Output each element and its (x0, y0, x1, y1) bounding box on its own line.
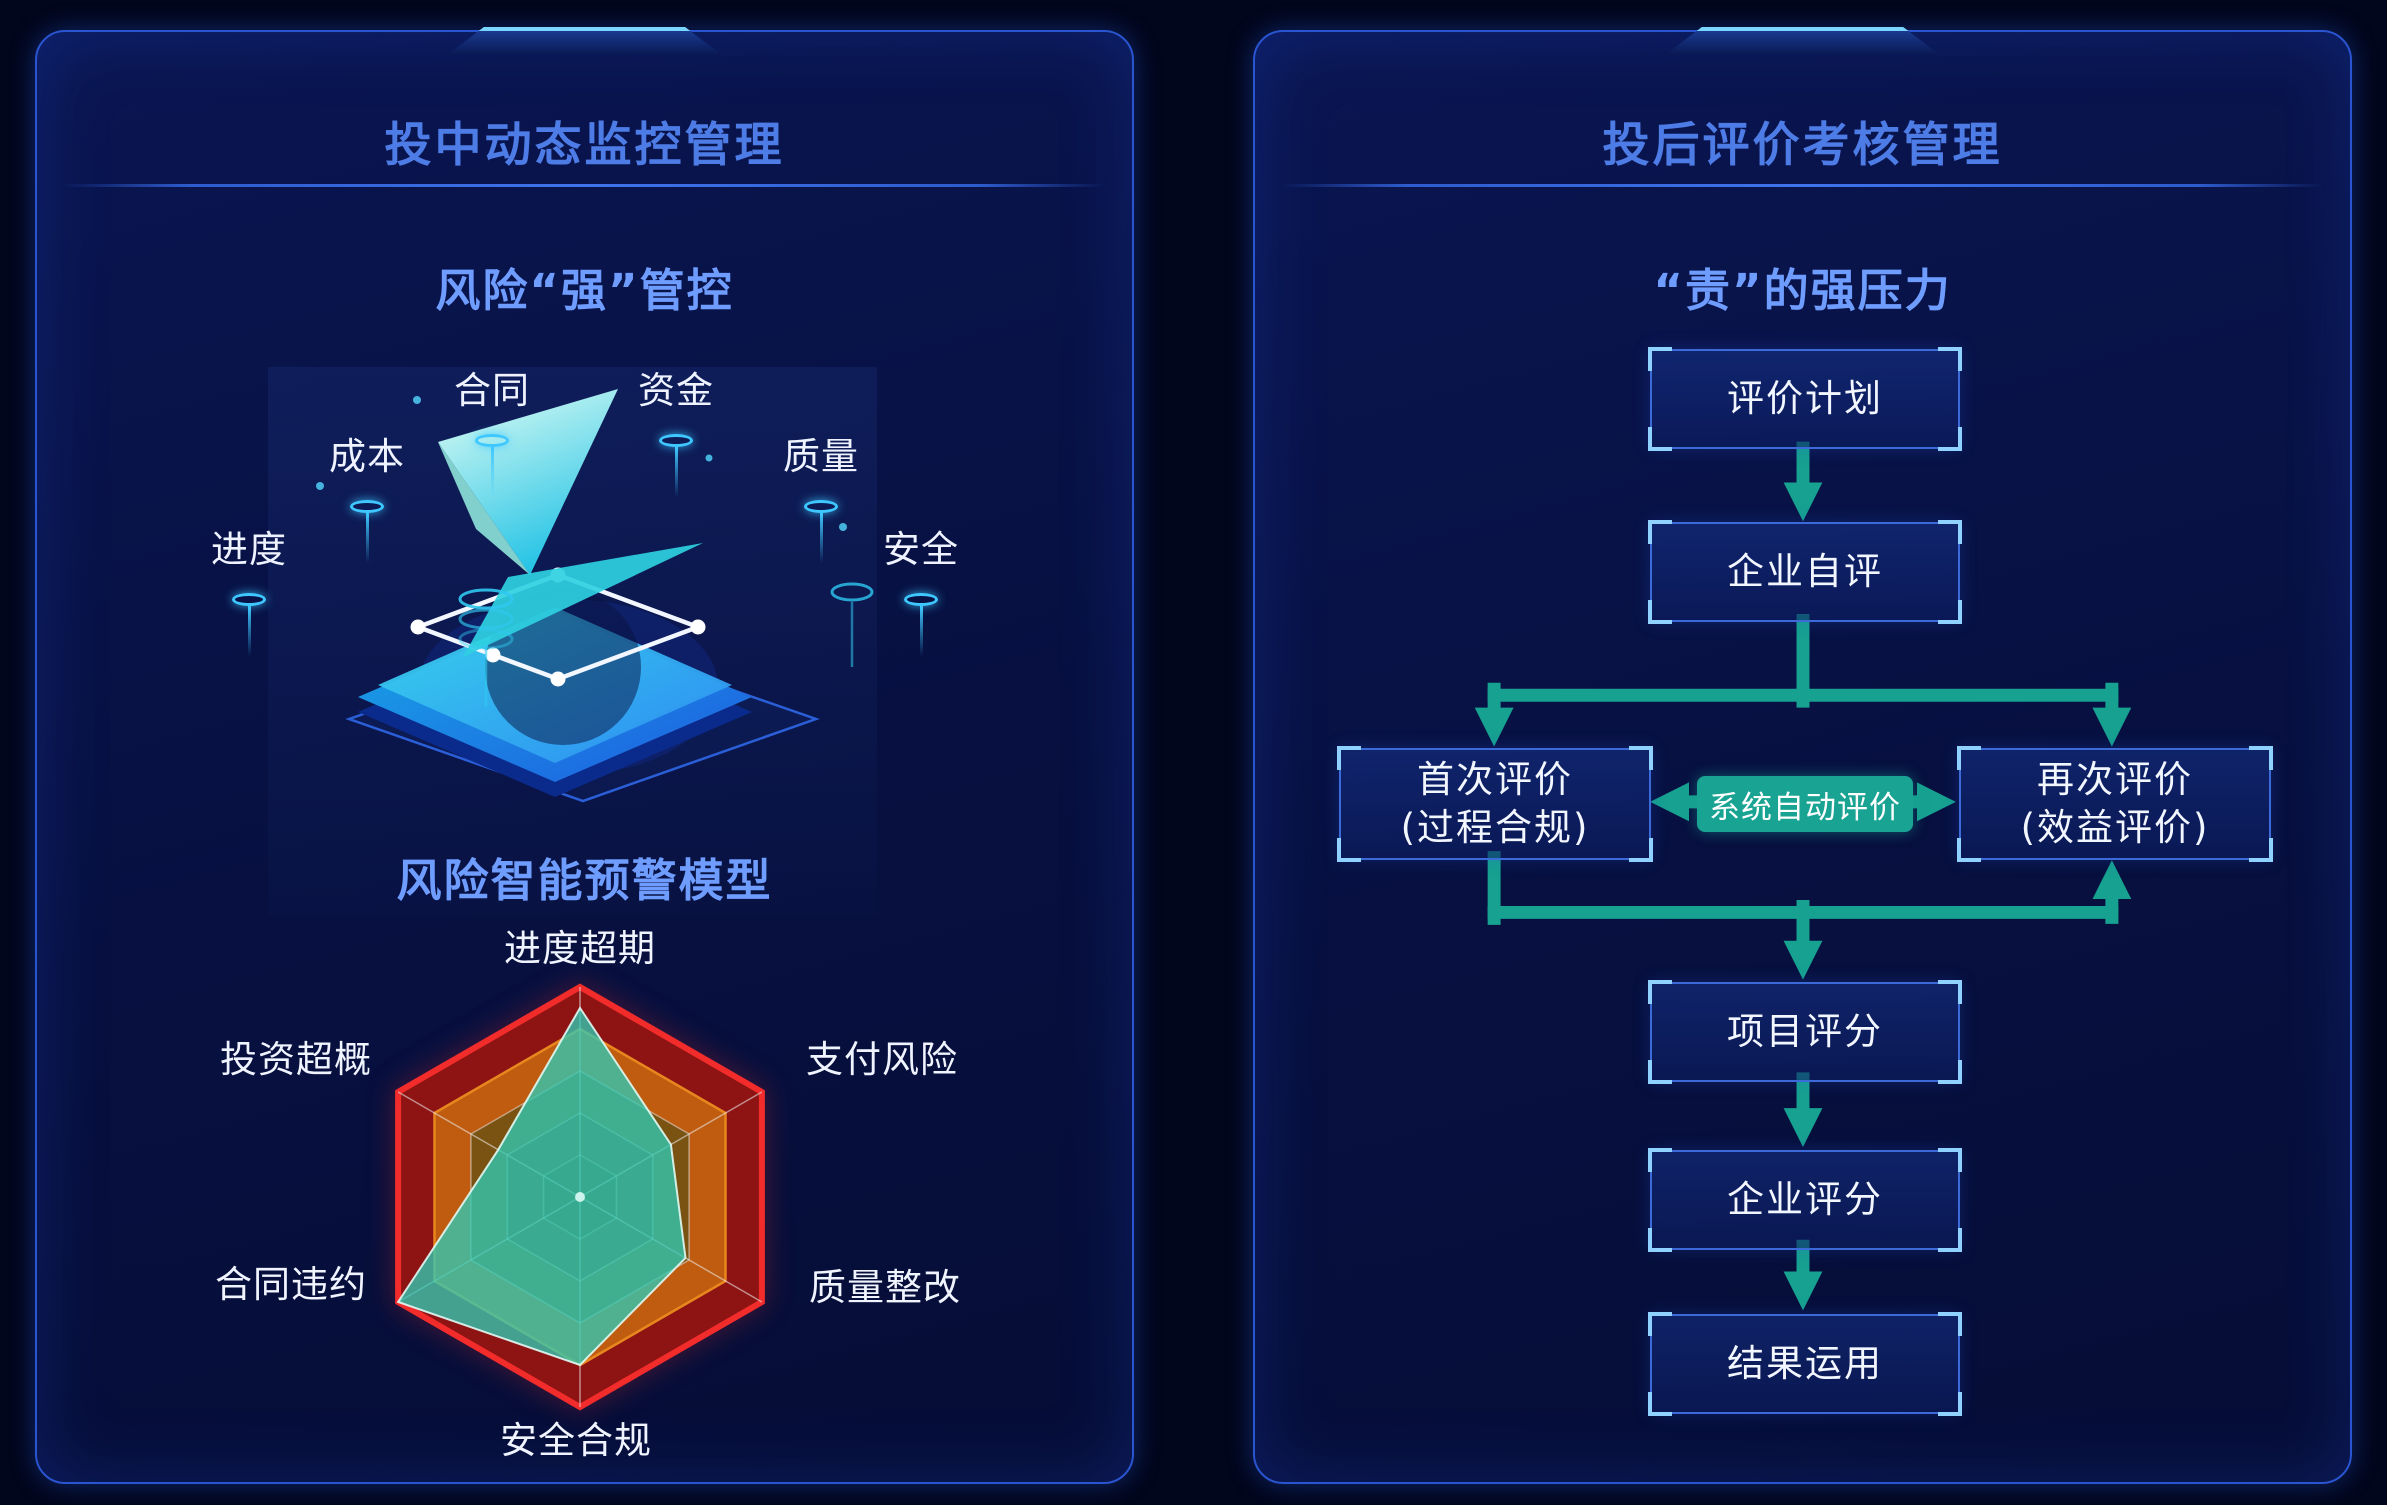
flow-node-label: 结果运用 (1727, 1341, 1883, 1385)
risk-control-subtitle: 风险“强”管控 (435, 264, 734, 317)
marker-ring-icon (904, 593, 938, 606)
monitor-point-label: 质量 (783, 435, 859, 478)
isometric-platform-graphic (316, 389, 874, 803)
monitor-point-contract: 合同 (454, 360, 530, 497)
marker-ring-icon (350, 500, 384, 513)
marker-ring-icon (804, 500, 838, 513)
flow-node-label: 企业自评 (1727, 549, 1883, 593)
flow-node-label: 首次评价 (过程合规) (1400, 757, 1590, 849)
flow-node-label: 项目评分 (1727, 1009, 1883, 1053)
flow-node-enterprise-score: 企业评分 (1648, 1148, 1962, 1252)
monitor-point-safety: 安全 (883, 519, 959, 656)
radar-axis-label: 质量整改 (809, 1266, 961, 1309)
panel-top-notch (1666, 27, 1939, 54)
flow-node-result-application: 结果运用 (1648, 1312, 1962, 1416)
radar-axis-label: 进度超期 (504, 927, 656, 970)
title-divider (1281, 184, 2324, 187)
radar-axis-label: 安全合规 (500, 1419, 652, 1462)
monitor-point-cost: 成本 (329, 426, 405, 563)
monitor-point-progress: 进度 (211, 519, 287, 656)
title-divider (63, 184, 1106, 187)
marker-ring-icon (232, 593, 266, 606)
marker-stem (919, 606, 923, 656)
marker-ring-icon (475, 434, 509, 447)
panel-title: 投中动态监控管理 (384, 118, 785, 173)
flow-node-second-evaluation: 再次评价 (效益评价) (1957, 746, 2273, 862)
flow-node-label: 再次评价 (效益评价) (2020, 757, 2210, 849)
monitor-point-funds: 资金 (638, 360, 714, 497)
monitor-point-label: 进度 (211, 528, 287, 571)
marker-stem (365, 513, 369, 563)
flow-node-project-score: 项目评分 (1648, 980, 1962, 1084)
risk-monitor-illustration (268, 367, 877, 915)
risk-radar-chart (395, 983, 765, 1411)
flow-node-plan: 评价计划 (1648, 347, 1962, 451)
monitor-point-label: 安全 (883, 528, 959, 571)
warning-model-title: 风险智能预警模型 (396, 854, 773, 907)
marker-stem (674, 447, 678, 497)
panel-post-evaluation: 投后评价考核管理 “责”的强压力 评价计划 (1253, 27, 2352, 1484)
marker-stem (819, 513, 823, 563)
marker-stem (490, 447, 494, 497)
monitor-point-label: 成本 (329, 435, 405, 478)
monitor-point-quality: 质量 (783, 426, 859, 563)
flow-node-first-evaluation: 首次评价 (过程合规) (1337, 746, 1653, 862)
flow-node-label: 系统自动评价 (1709, 789, 1901, 826)
flow-node-label: 企业评分 (1727, 1177, 1883, 1221)
flow-node-auto-evaluation: 系统自动评价 (1697, 776, 1913, 832)
panel-top-notch (448, 27, 721, 54)
panel-title: 投后评价考核管理 (1602, 118, 2003, 173)
flow-node-self-evaluation: 企业自评 (1648, 520, 1962, 624)
responsibility-subtitle: “责”的强压力 (1653, 264, 1952, 317)
marker-stem (247, 606, 251, 656)
radar-axis-label: 合同违约 (215, 1263, 367, 1306)
radar-axis-label: 支付风险 (806, 1038, 958, 1081)
flow-node-label: 评价计划 (1727, 376, 1883, 420)
panel-investment-monitoring: 投中动态监控管理 风险“强”管控 (35, 27, 1134, 1484)
marker-ring-icon (659, 434, 693, 447)
monitor-point-label: 资金 (638, 369, 714, 412)
monitor-point-label: 合同 (454, 369, 530, 412)
radar-axis-label: 投资超概 (220, 1038, 372, 1081)
